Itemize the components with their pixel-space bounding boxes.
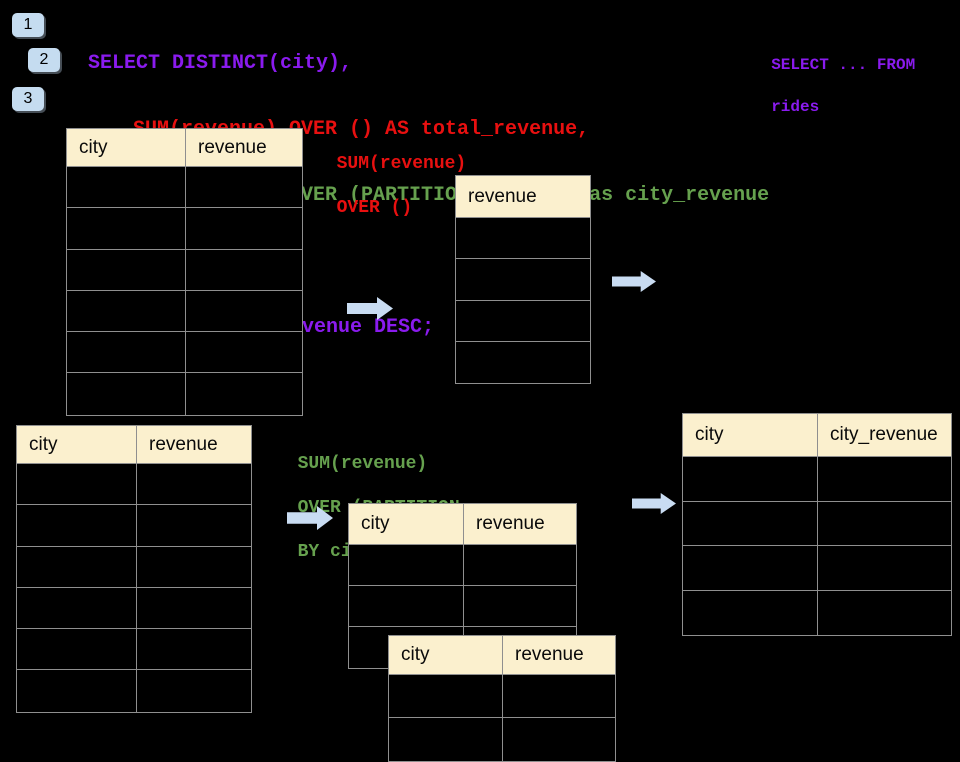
select-from-note: SELECT ... FROM rides: [752, 34, 915, 118]
empty-cell: [818, 546, 951, 591]
empty-cell: [17, 464, 137, 506]
total-revenue-annotation: SUM(revenue) OVER (): [315, 131, 467, 219]
empty-cell: [17, 546, 137, 588]
empty-cell: [456, 259, 590, 301]
empty-cell: [186, 291, 302, 333]
table-total-result: revenue: [455, 175, 591, 385]
empty-cell: [17, 505, 137, 547]
empty-cell: [186, 332, 302, 374]
flow-arrow-right-icon: [632, 493, 676, 514]
empty-cell: [186, 373, 302, 414]
column-header-city: city: [389, 636, 503, 674]
annotation-line: SUM(revenue): [297, 454, 428, 474]
sql-line-select: SELECT DISTINCT(city),: [88, 52, 353, 75]
annotation-line: OVER (): [336, 198, 413, 218]
column-header-revenue: revenue: [515, 644, 584, 665]
table-body: [17, 464, 251, 712]
empty-cell: [137, 670, 251, 711]
empty-cell: [186, 208, 302, 250]
table-header-row: city revenue: [389, 636, 615, 675]
table-source-top: city revenue: [66, 128, 303, 416]
empty-cell: [464, 586, 576, 627]
column-header-revenue: revenue: [476, 513, 545, 534]
empty-cell: [683, 501, 818, 546]
table-header-row: city revenue: [349, 504, 576, 545]
empty-cell: [137, 505, 251, 547]
empty-cell: [503, 675, 615, 718]
empty-cell: [137, 547, 251, 588]
empty-cell: [67, 290, 186, 333]
table-city-revenue-result: city city_revenue: [682, 413, 952, 636]
empty-cell: [503, 718, 615, 761]
table-body: [67, 167, 302, 415]
empty-cell: [464, 545, 576, 586]
table-body: [683, 457, 951, 635]
empty-cell: [17, 670, 137, 712]
empty-cell: [67, 208, 186, 250]
empty-cell: [456, 301, 590, 342]
table-partition-front: city revenue: [388, 635, 616, 762]
column-header-city: city: [349, 504, 464, 544]
empty-cell: [818, 457, 951, 502]
empty-cell: [683, 457, 818, 502]
empty-cell: [389, 718, 503, 761]
empty-cell: [349, 545, 464, 586]
column-header-revenue: revenue: [198, 136, 267, 158]
column-header-revenue: revenue: [149, 433, 218, 455]
empty-cell: [17, 587, 137, 630]
empty-cell: [186, 167, 302, 209]
note-line-2: rides: [771, 98, 820, 116]
flow-arrow-right-icon: [287, 506, 333, 530]
table-header-row: city city_revenue: [683, 414, 951, 457]
empty-cell: [389, 675, 503, 718]
column-header-revenue: revenue: [468, 185, 537, 207]
empty-cell: [349, 586, 464, 627]
table-source-bottom: city revenue: [16, 425, 252, 713]
step-badge-1: 1: [12, 13, 44, 37]
empty-cell: [67, 373, 186, 415]
flow-arrow-right-icon: [612, 271, 656, 292]
empty-cell: [67, 249, 186, 291]
table-body: [456, 218, 590, 383]
empty-cell: [818, 591, 951, 636]
flow-arrow-right-icon: [347, 297, 393, 320]
column-header-city: city: [683, 414, 818, 456]
empty-cell: [137, 588, 251, 630]
table-header-row: city revenue: [17, 426, 251, 464]
step-badge-3: 3: [12, 87, 44, 111]
empty-cell: [137, 629, 251, 671]
empty-cell: [137, 464, 251, 506]
column-header-city-revenue: city_revenue: [830, 424, 938, 445]
empty-cell: [456, 218, 590, 260]
empty-cell: [456, 342, 590, 383]
empty-cell: [186, 250, 302, 291]
table-header-row: city revenue: [67, 129, 302, 167]
empty-cell: [17, 629, 137, 671]
note-line-1: SELECT ... FROM: [771, 56, 916, 74]
empty-cell: [818, 502, 951, 546]
empty-cell: [683, 546, 818, 591]
step-badge-2: 2: [28, 48, 60, 72]
column-header-city: city: [17, 426, 137, 463]
table-body: [389, 675, 615, 761]
column-header-city: city: [67, 129, 186, 166]
annotation-line: SUM(revenue): [336, 154, 467, 174]
empty-cell: [683, 590, 818, 635]
table-header-row: revenue: [456, 176, 590, 218]
slide-canvas: { "colors": { "purple": "#8A1BEE", "red"…: [12, 13, 952, 762]
empty-cell: [67, 167, 186, 209]
empty-cell: [67, 332, 186, 374]
